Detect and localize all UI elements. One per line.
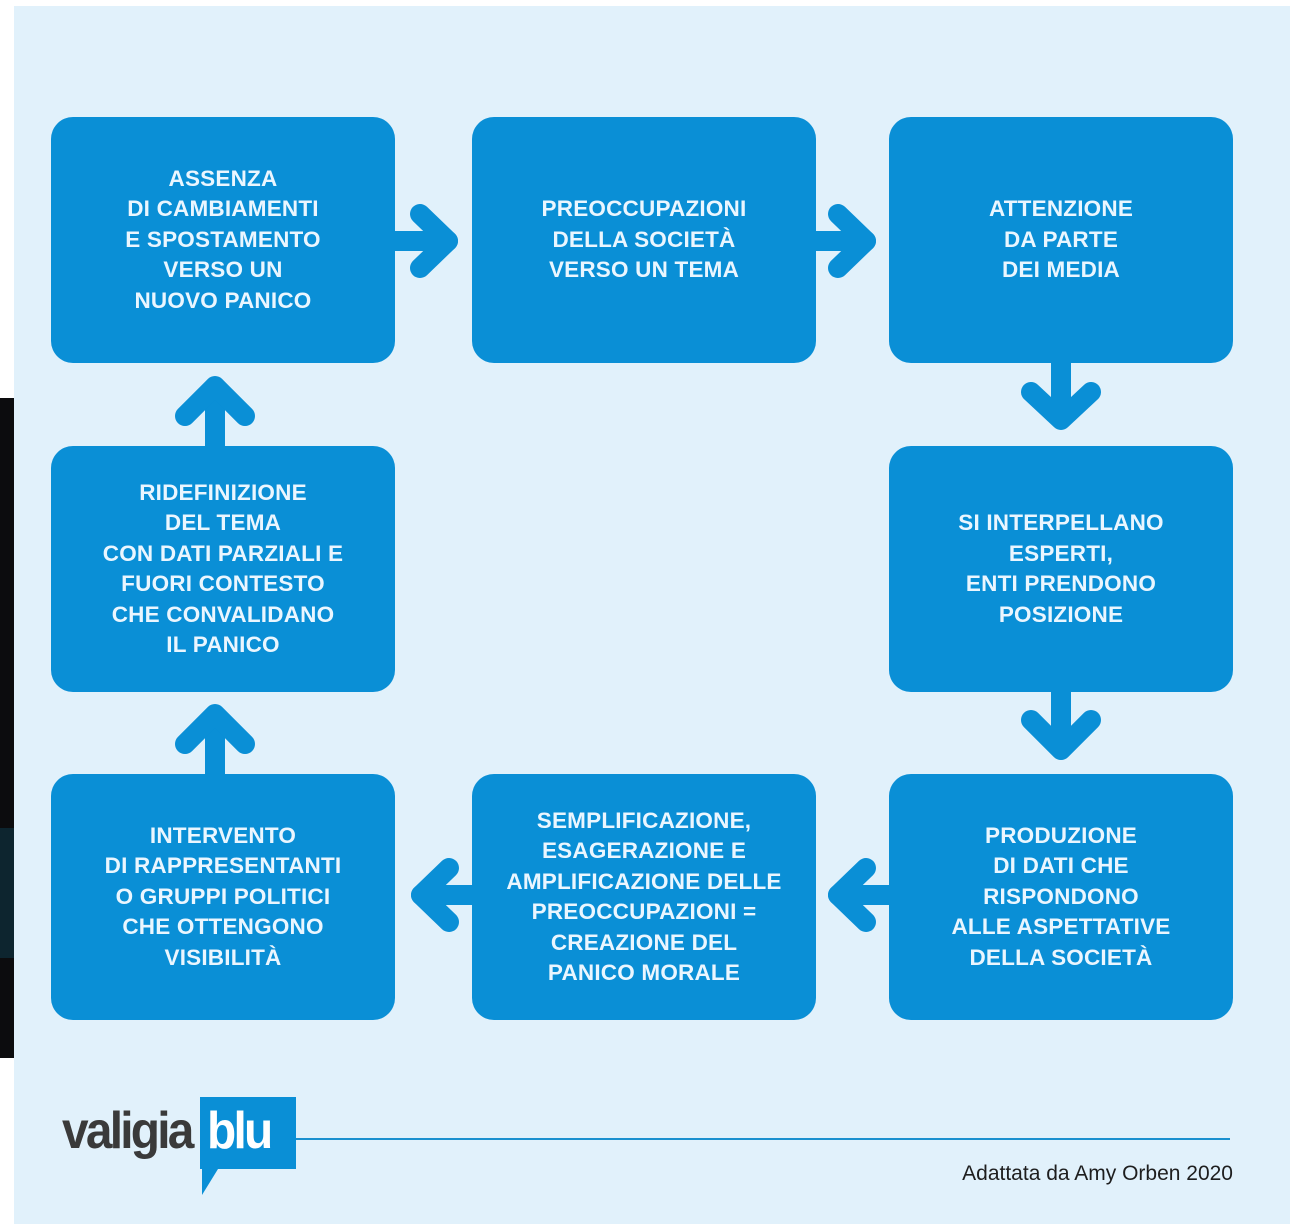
arrow-down-1-icon: [1021, 352, 1101, 430]
step-text-3: ATTENZIONE DA PARTE DEI MEDIA: [988, 196, 1134, 283]
arrow-right-1-icon: [385, 204, 458, 278]
arrow-left-2-icon: [411, 858, 483, 932]
logo-text-blu: blu: [207, 1102, 273, 1160]
arrow-up-1-icon: [175, 704, 255, 784]
step-text-5: PRODUZIONE DI DATI CHE RISPONDONO ALLE A…: [951, 822, 1171, 970]
logo-text-valigia: valigia: [62, 1102, 194, 1160]
step-box-1: ASSENZA DI CAMBIAMENTI E SPOSTAMENTO VER…: [51, 117, 395, 363]
arrow-down-2-icon: [1021, 680, 1101, 760]
step-box-8: RIDEFINIZIONE DEL TEMA CON DATI PARZIALI…: [51, 446, 395, 692]
speech-bubble-icon: [200, 1097, 296, 1195]
source-credit: Adattata da Amy Orben 2020: [962, 1162, 1233, 1185]
step-box-7: INTERVENTO DI RAPPRESENTANTI O GRUPPI PO…: [51, 774, 395, 1020]
step-text-6: SEMPLIFICAZIONE, ESAGERAZIONE E AMPLIFIC…: [506, 807, 782, 986]
arrow-left-1-icon: [828, 858, 900, 932]
arrow-right-2-icon: [805, 204, 876, 278]
step-box-5: PRODUZIONE DI DATI CHE RISPONDONO ALLE A…: [889, 774, 1233, 1020]
step-text-4: SI INTERPELLANO ESPERTI, ENTI PRENDONO P…: [958, 510, 1164, 627]
step-text-8: RIDEFINIZIONE DEL TEMA CON DATI PARZIALI…: [102, 479, 344, 658]
step-text-7: INTERVENTO DI RAPPRESENTANTI O GRUPPI PO…: [104, 822, 342, 970]
arrow-up-2-icon: [175, 376, 255, 456]
step-box-6: SEMPLIFICAZIONE, ESAGERAZIONE E AMPLIFIC…: [472, 774, 816, 1020]
background-photo-edge: [0, 398, 14, 1058]
step-box-4: SI INTERPELLANO ESPERTI, ENTI PRENDONO P…: [889, 446, 1233, 692]
step-text-1: ASSENZA DI CAMBIAMENTI E SPOSTAMENTO VER…: [125, 165, 321, 313]
step-box-2: PREOCCUPAZIONI DELLA SOCIETÀ VERSO UN TE…: [472, 117, 816, 363]
step-text-2: PREOCCUPAZIONI DELLA SOCIETÀ VERSO UN TE…: [541, 196, 747, 283]
step-box-3: ATTENZIONE DA PARTE DEI MEDIA: [889, 117, 1233, 363]
